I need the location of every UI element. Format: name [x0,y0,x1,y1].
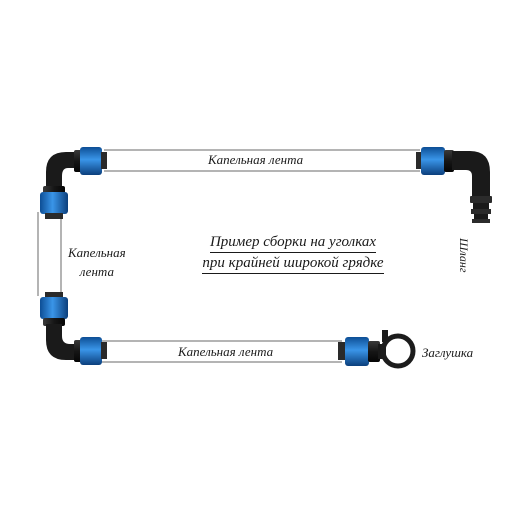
drip-tape-top-label: Капельная лента [208,152,304,167]
drip-tape-left-label-line1: Капельная [68,245,126,260]
drip-tape-top [104,149,420,172]
elbow-fitting-top-right [416,147,492,223]
drip-tape-left [37,212,62,296]
elbow-fitting-top-left [40,147,107,219]
drip-tape-bottom-label: Капельная лента [178,344,274,359]
caption-line1: Пример сборки на уголках [209,232,377,253]
plug-label: Заглушка [422,345,474,360]
drip-tape-bottom [102,340,342,363]
assembly-caption: Пример сборки на уголках при крайней шир… [186,232,400,274]
caption-line2: при крайней широкой грядке [202,253,384,274]
hose-label: Шланг [457,238,471,273]
elbow-fitting-bottom-left [40,292,107,365]
drip-tape-left-label: Капельная лента [68,243,126,281]
drip-tape-left-label-line2: лента [79,264,114,279]
end-plug [338,330,416,369]
